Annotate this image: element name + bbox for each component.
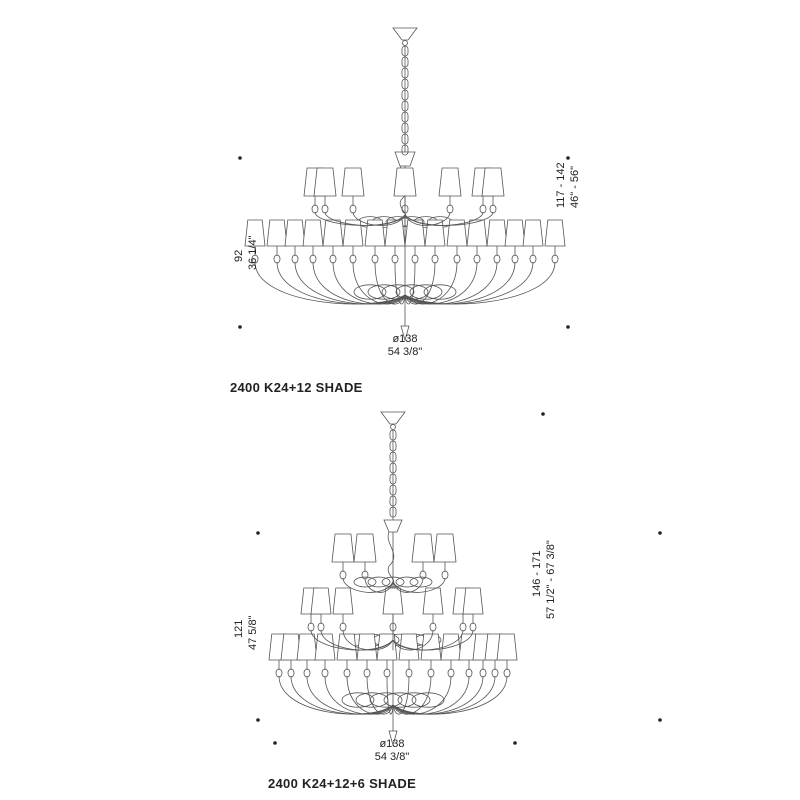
corner-markers — [238, 156, 662, 745]
diameter-label-cm: ø138 — [392, 333, 418, 345]
height-label-in: 47 5/8" — [247, 615, 259, 651]
chandelier-k24-12-drawing — [244, 27, 566, 342]
chandelier-k24-12-6-drawing — [268, 411, 518, 747]
diameter-label-in: 54 3/8" — [374, 751, 410, 763]
diameter-label-cm: ø138 — [379, 738, 405, 750]
model-caption: 2400 K24+12+6 SHADE — [268, 776, 417, 791]
total-height-label-cm: 146 - 171 — [531, 550, 543, 597]
height-label-in: 36 1/4" — [247, 235, 259, 271]
total-height-label-cm: 117 - 142 — [555, 162, 567, 208]
model-caption: 2400 K24+12 SHADE — [230, 380, 363, 395]
height-label-cm: 92 — [233, 249, 245, 262]
height-label-cm: 121 — [233, 619, 245, 638]
diameter-label-in: 54 3/8" — [387, 346, 423, 358]
total-height-label-in: 57 1/2" - 67 3/8" — [545, 540, 557, 619]
total-height-label-in: 46" - 56" — [569, 165, 581, 208]
